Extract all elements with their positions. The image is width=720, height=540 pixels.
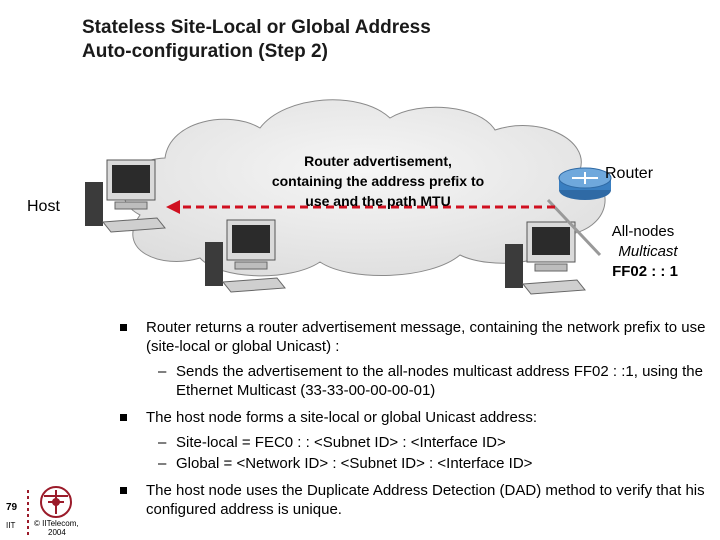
sub-bullet-text: Sends the advertisement to the all-nodes… <box>176 363 703 399</box>
router-label: Router <box>605 165 654 182</box>
host-computer-icon <box>85 159 166 233</box>
bullet-marker <box>120 324 127 331</box>
multicast-link <box>546 198 602 257</box>
multicast-label-line: FF02 : : 1 <box>612 263 678 280</box>
host-label: Host <box>27 198 60 215</box>
bullet-marker <box>120 414 127 421</box>
sub-bullet-item: – Global = <Network ID> : <Subnet ID> : … <box>118 454 718 473</box>
bullet-marker <box>120 487 127 494</box>
page-number: 79 <box>6 502 18 513</box>
bullet-item: Router returns a router advertisement me… <box>118 318 718 356</box>
copyright-line: © IITelecom, <box>34 519 79 528</box>
copyright-line: 2004 <box>48 528 66 537</box>
bullet-item: The host node forms a site-local or glob… <box>118 408 718 427</box>
node-computer-icon <box>505 221 586 295</box>
network-diagram: Router advertisement, containing the add… <box>27 99 678 295</box>
sub-bullet-item: – Sends the advertisement to the all-nod… <box>118 362 718 400</box>
iit-logo-icon <box>40 486 72 518</box>
bullet-text: The host node uses the Duplicate Address… <box>146 482 705 518</box>
sub-bullet-dash: – <box>158 455 167 472</box>
footer-copyright: © IITelecom, 2004 <box>34 519 79 537</box>
multicast-label-line: Multicast <box>618 243 678 260</box>
arrow-head <box>166 200 180 214</box>
sub-bullet-dash: – <box>158 363 167 380</box>
footer-divider <box>27 490 29 538</box>
sub-bullet-text: Global = <Network ID> : <Subnet ID> : <I… <box>176 455 533 472</box>
sub-bullet-dash: – <box>158 434 167 451</box>
bullet-list: Router returns a router advertisement me… <box>118 318 718 525</box>
cloud-text-line: Router advertisement, <box>304 153 452 169</box>
title-line-2: Auto-configuration (Step 2) <box>82 41 328 62</box>
sub-bullet-item: – Site-local = FEC0 : : <Subnet ID> : <I… <box>118 433 718 452</box>
sub-bullet-text: Site-local = FEC0 : : <Subnet ID> : <Int… <box>176 434 506 451</box>
router-icon <box>558 167 612 200</box>
bullet-text: The host node forms a site-local or glob… <box>146 409 538 426</box>
node-computer-icon <box>205 219 286 293</box>
footer-org: IIT <box>6 521 16 530</box>
bullet-text: Router returns a router advertisement me… <box>146 319 706 355</box>
cloud-text-line: use and the path MTU <box>305 193 450 209</box>
bullet-item: The host node uses the Duplicate Address… <box>118 481 718 519</box>
cloud-text-line: containing the address prefix to <box>272 173 484 189</box>
title-line-1: Stateless Site-Local or Global Address <box>82 17 431 38</box>
multicast-label-line: All-nodes <box>612 223 675 240</box>
slide-title: Stateless Site-Local or Global Address A… <box>82 16 431 64</box>
